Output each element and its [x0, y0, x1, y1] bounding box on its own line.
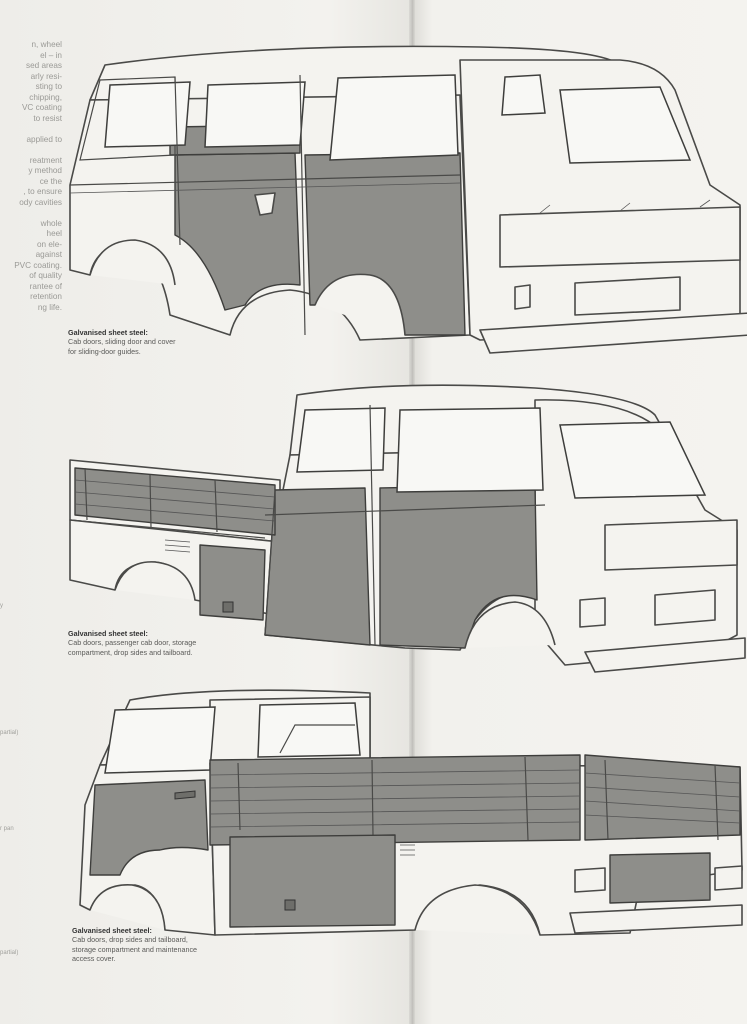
margin-note: partial) — [0, 950, 19, 956]
van-illustration — [69, 45, 747, 354]
margin-note: r pan — [0, 826, 14, 832]
caption-double-cab: Galvanised sheet steel: Cab doors, passe… — [68, 629, 197, 657]
caption-single-cab: Galvanised sheet steel: Cab doors, drop … — [72, 926, 198, 964]
left-column-text: n, wheel el – in sed areas arly resi- st… — [14, 40, 62, 312]
margin-note: partial) — [0, 730, 19, 736]
caption-title: Galvanised sheet steel: — [68, 629, 148, 638]
caption-title: Galvanised sheet steel: — [72, 926, 152, 935]
caption-title: Galvanised sheet steel: — [68, 328, 148, 337]
caption-van: Galvanised sheet steel: Cab doors, slidi… — [68, 328, 176, 356]
single-cab-illustration — [79, 689, 743, 936]
double-cab-illustration — [69, 384, 746, 673]
margin-note: y — [0, 603, 3, 609]
